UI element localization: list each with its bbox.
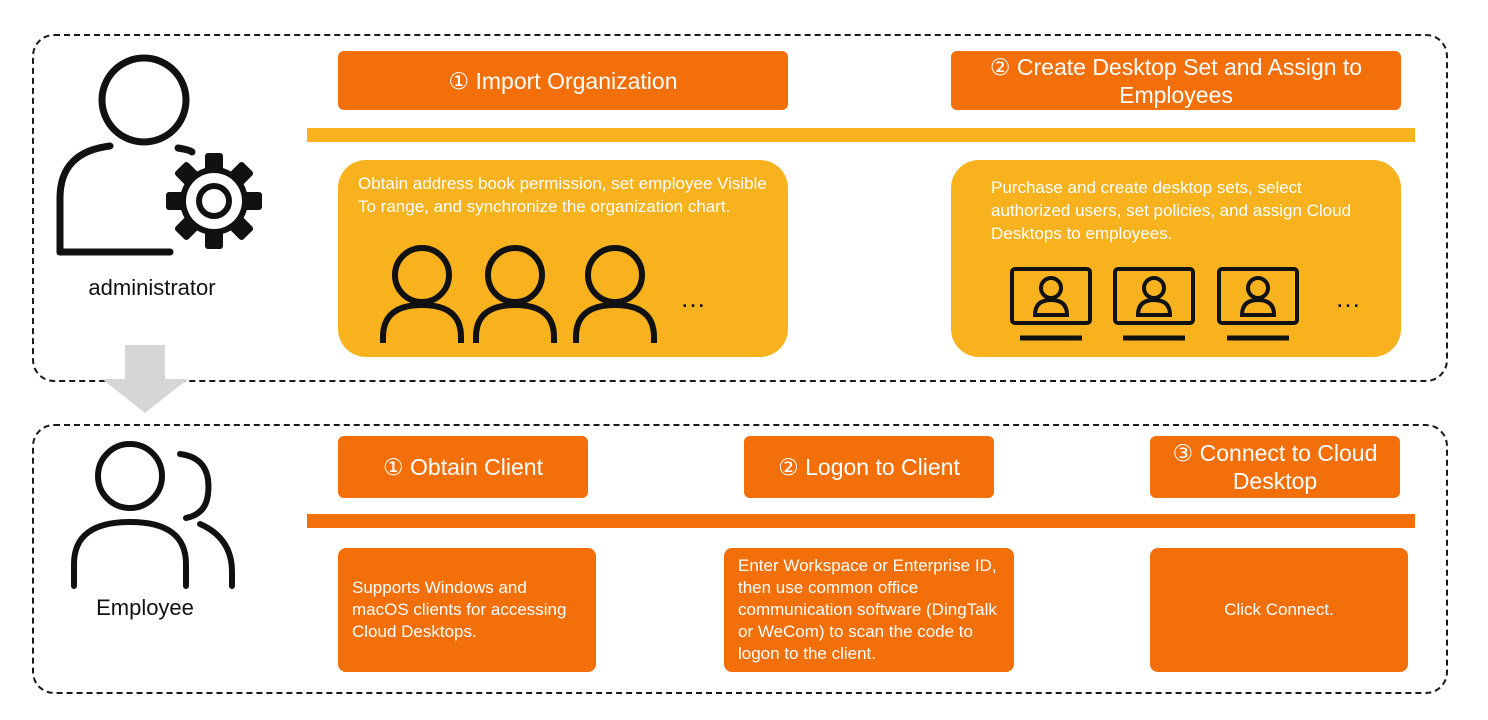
users-icon: [71, 441, 235, 589]
card-text: Click Connect.: [1224, 600, 1334, 619]
flow-arrow: [100, 345, 190, 415]
step-create-desktop-set: ② Create Desktop Set and Assign to Emplo…: [951, 51, 1401, 110]
more-people-ellipsis: …: [680, 283, 708, 313]
card-text: Obtain address book permission, set empl…: [358, 174, 767, 216]
employee-card-logon-client: Enter Workspace or Enterprise ID, then u…: [724, 548, 1014, 672]
admin-timeline-bar: [307, 128, 1415, 142]
step-import-organization: ① Import Organization: [338, 51, 788, 110]
administrator-label: administrator: [88, 275, 216, 300]
administrator-icon: [54, 48, 270, 258]
monitor-user-icon: [1113, 267, 1195, 341]
down-arrow-icon: [102, 345, 188, 413]
monitor-user-icon: [1010, 267, 1092, 341]
user-gear-icon: [56, 54, 262, 256]
employee-timeline-bar: [307, 514, 1415, 528]
card-text: Enter Workspace or Enterprise ID, then u…: [738, 556, 997, 663]
person-icon-group: [375, 245, 675, 345]
step-logon-client: ② Logon to Client: [744, 436, 994, 498]
card-text: Purchase and create desktop sets, select…: [991, 178, 1352, 243]
employee-label: Employee: [96, 595, 194, 620]
employee-card-connect: Click Connect.: [1150, 548, 1408, 672]
step-obtain-client: ① Obtain Client: [338, 436, 588, 498]
person-icon: [573, 245, 657, 343]
person-icon: [380, 245, 464, 343]
employee-card-obtain-client: Supports Windows and macOS clients for a…: [338, 548, 596, 672]
employee-section: [32, 424, 1448, 694]
monitor-icon-group: [1010, 267, 1310, 343]
employee-icon: [68, 438, 238, 590]
admin-card-organization: Obtain address book permission, set empl…: [338, 160, 788, 357]
more-desktops-ellipsis: …: [1335, 283, 1363, 313]
monitor-user-icon: [1217, 267, 1299, 341]
card-text: Supports Windows and macOS clients for a…: [352, 578, 567, 641]
administrator-section: [32, 34, 1448, 382]
step-connect-cloud-desktop: ③ Connect to Cloud Desktop: [1150, 436, 1400, 498]
person-icon: [473, 245, 557, 343]
